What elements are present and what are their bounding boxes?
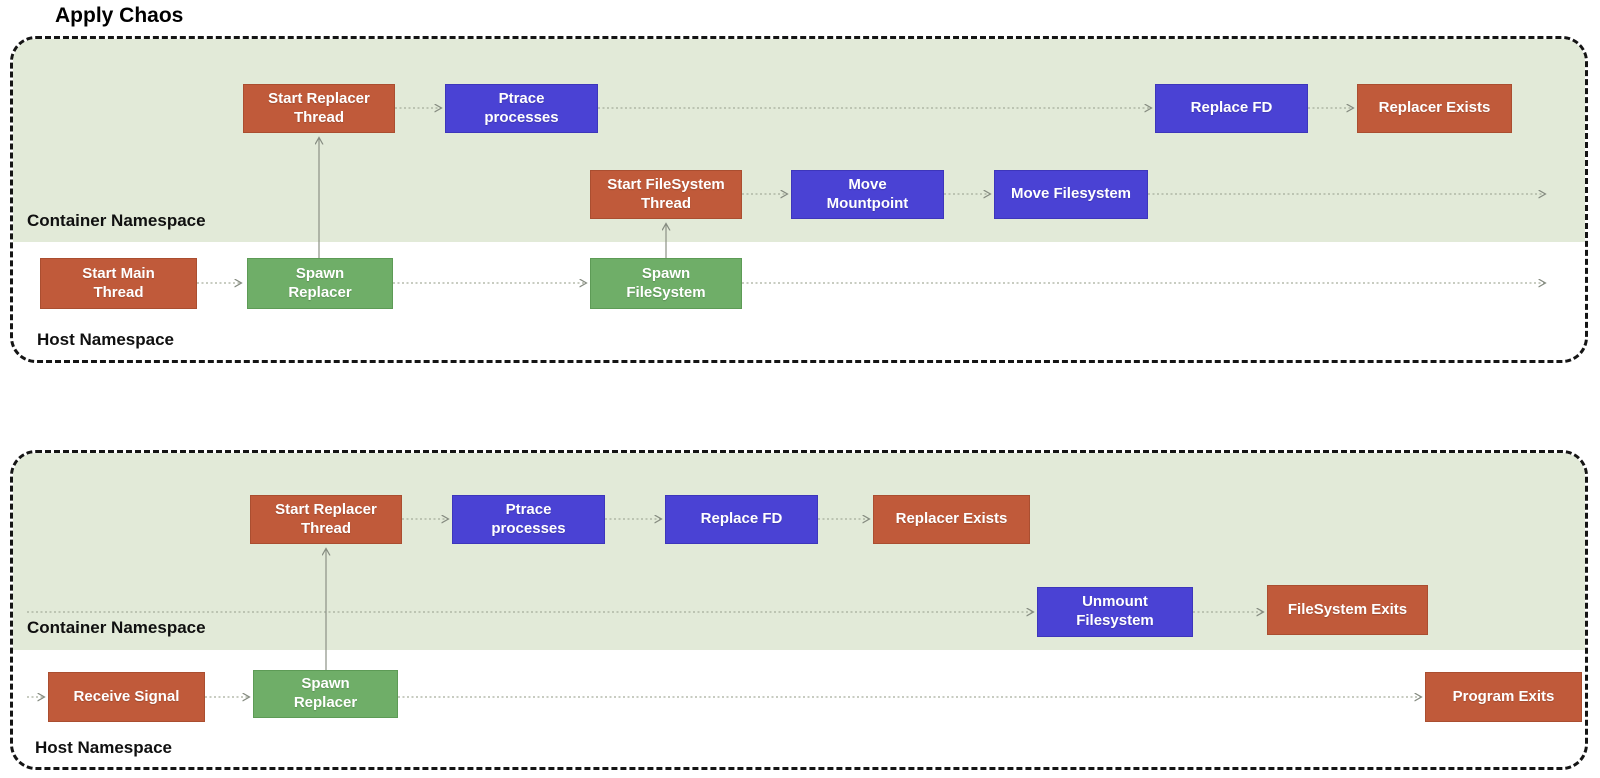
node-spawn-replacer: Spawn Replacer <box>247 258 393 309</box>
node-replace-fd: Replace FD <box>1155 84 1308 133</box>
page-title: Apply Chaos <box>55 4 184 27</box>
node-move-mountpoint: Move Mountpoint <box>791 170 944 219</box>
node-start-main-thread: Start Main Thread <box>40 258 197 309</box>
node-replacer-exists: Replacer Exists <box>1357 84 1512 133</box>
node-start-filesystem-thread: Start FileSystem Thread <box>590 170 742 219</box>
node-program-exits: Program Exits <box>1425 672 1582 722</box>
node-unmount-filesystem: Unmount Filesystem <box>1037 587 1193 637</box>
node-spawn-filesystem: Spawn FileSystem <box>590 258 742 309</box>
node-spawn-replacer-2: Spawn Replacer <box>253 670 398 718</box>
node-receive-signal: Receive Signal <box>48 672 205 722</box>
node-move-filesystem: Move Filesystem <box>994 170 1148 219</box>
container-namespace-label: Container Namespace <box>27 618 206 637</box>
node-ptrace-processes: Ptrace processes <box>445 84 598 133</box>
node-ptrace-processes-2: Ptrace processes <box>452 495 605 544</box>
host-namespace-label: Host Namespace <box>37 330 175 349</box>
node-filesystem-exits: FileSystem Exits <box>1267 585 1428 635</box>
node-start-replacer-thread: Start Replacer Thread <box>243 84 395 133</box>
host-namespace-label: Host Namespace <box>35 738 173 757</box>
node-replace-fd-2: Replace FD <box>665 495 818 544</box>
node-replacer-exists-2: Replacer Exists <box>873 495 1030 544</box>
node-start-replacer-thread-2: Start Replacer Thread <box>250 495 402 544</box>
container-namespace-label: Container Namespace <box>27 211 206 230</box>
